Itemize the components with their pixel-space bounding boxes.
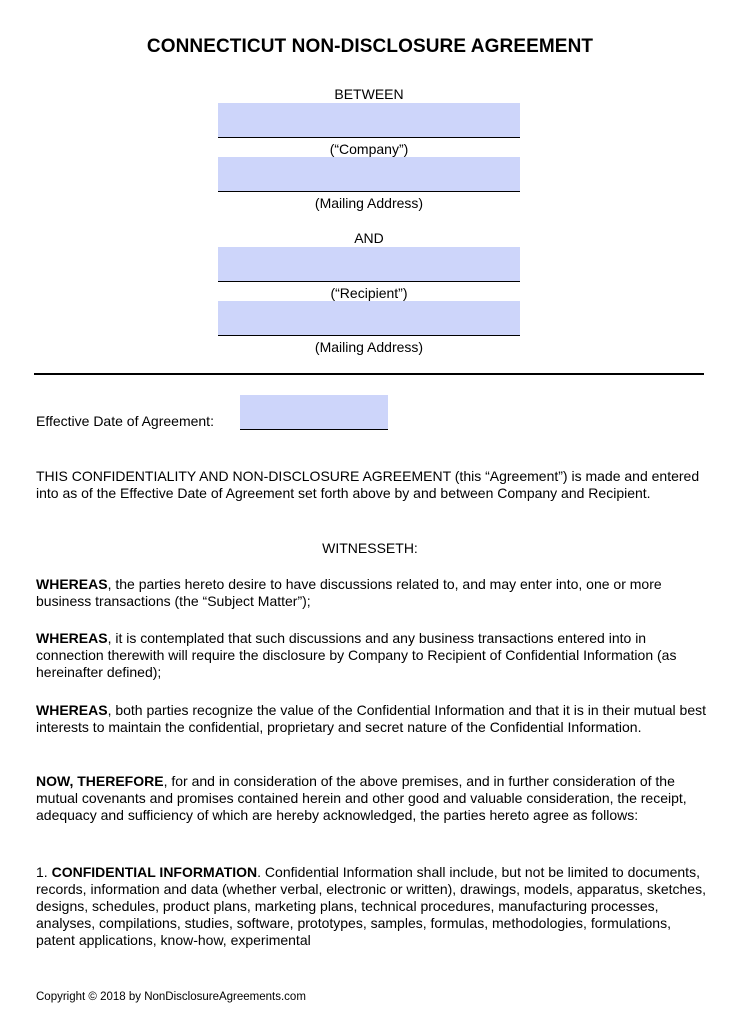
company-caption: (“Company”)	[329, 141, 409, 157]
now-therefore-paragraph: NOW, THEREFORE, for and in consideration…	[36, 773, 712, 824]
witnesseth-heading: WITNESSETH:	[322, 540, 418, 556]
whereas-paragraph-2: WHEREAS, it is contemplated that such di…	[36, 630, 712, 681]
and-label: AND	[354, 230, 384, 246]
whereas-text: , both parties recognize the value of th…	[36, 702, 707, 735]
whereas-paragraph-1: WHEREAS, the parties hereto desire to ha…	[36, 576, 712, 610]
section-divider	[34, 373, 704, 375]
whereas-text: , it is contemplated that such discussio…	[36, 630, 677, 680]
effective-date-field[interactable]	[240, 395, 388, 430]
section-1-paragraph: 1. CONFIDENTIAL INFORMATION. Confidentia…	[36, 864, 712, 949]
effective-date-label: Effective Date of Agreement:	[36, 413, 214, 429]
now-therefore-lead: NOW, THEREFORE	[36, 773, 164, 789]
between-label: BETWEEN	[334, 86, 404, 102]
section-heading: CONFIDENTIAL INFORMATION	[51, 864, 258, 880]
company-address-caption: (Mailing Address)	[314, 195, 424, 211]
intro-paragraph: THIS CONFIDENTIALITY AND NON-DISCLOSURE …	[36, 468, 700, 501]
recipient-name-field[interactable]	[218, 247, 520, 282]
now-therefore-text: , for and in consideration of the above …	[36, 773, 687, 823]
whereas-paragraph-3: WHEREAS, both parties recognize the valu…	[36, 702, 712, 736]
section-text: . Confidential Information shall include…	[36, 864, 706, 948]
recipient-address-caption: (Mailing Address)	[314, 339, 424, 355]
section-number: 1.	[36, 864, 52, 880]
whereas-lead: WHEREAS	[36, 630, 108, 646]
recipient-address-field[interactable]	[218, 301, 520, 336]
company-name-field[interactable]	[218, 103, 520, 138]
whereas-text: , the parties hereto desire to have disc…	[36, 576, 662, 609]
whereas-lead: WHEREAS	[36, 576, 108, 592]
recipient-caption: (“Recipient”)	[330, 285, 408, 301]
whereas-lead: WHEREAS	[36, 702, 108, 718]
document-title: CONNECTICUT NON-DISCLOSURE AGREEMENT	[146, 36, 594, 57]
copyright-footer: Copyright © 2018 by NonDisclosureAgreeme…	[36, 991, 306, 1003]
company-address-field[interactable]	[218, 157, 520, 192]
